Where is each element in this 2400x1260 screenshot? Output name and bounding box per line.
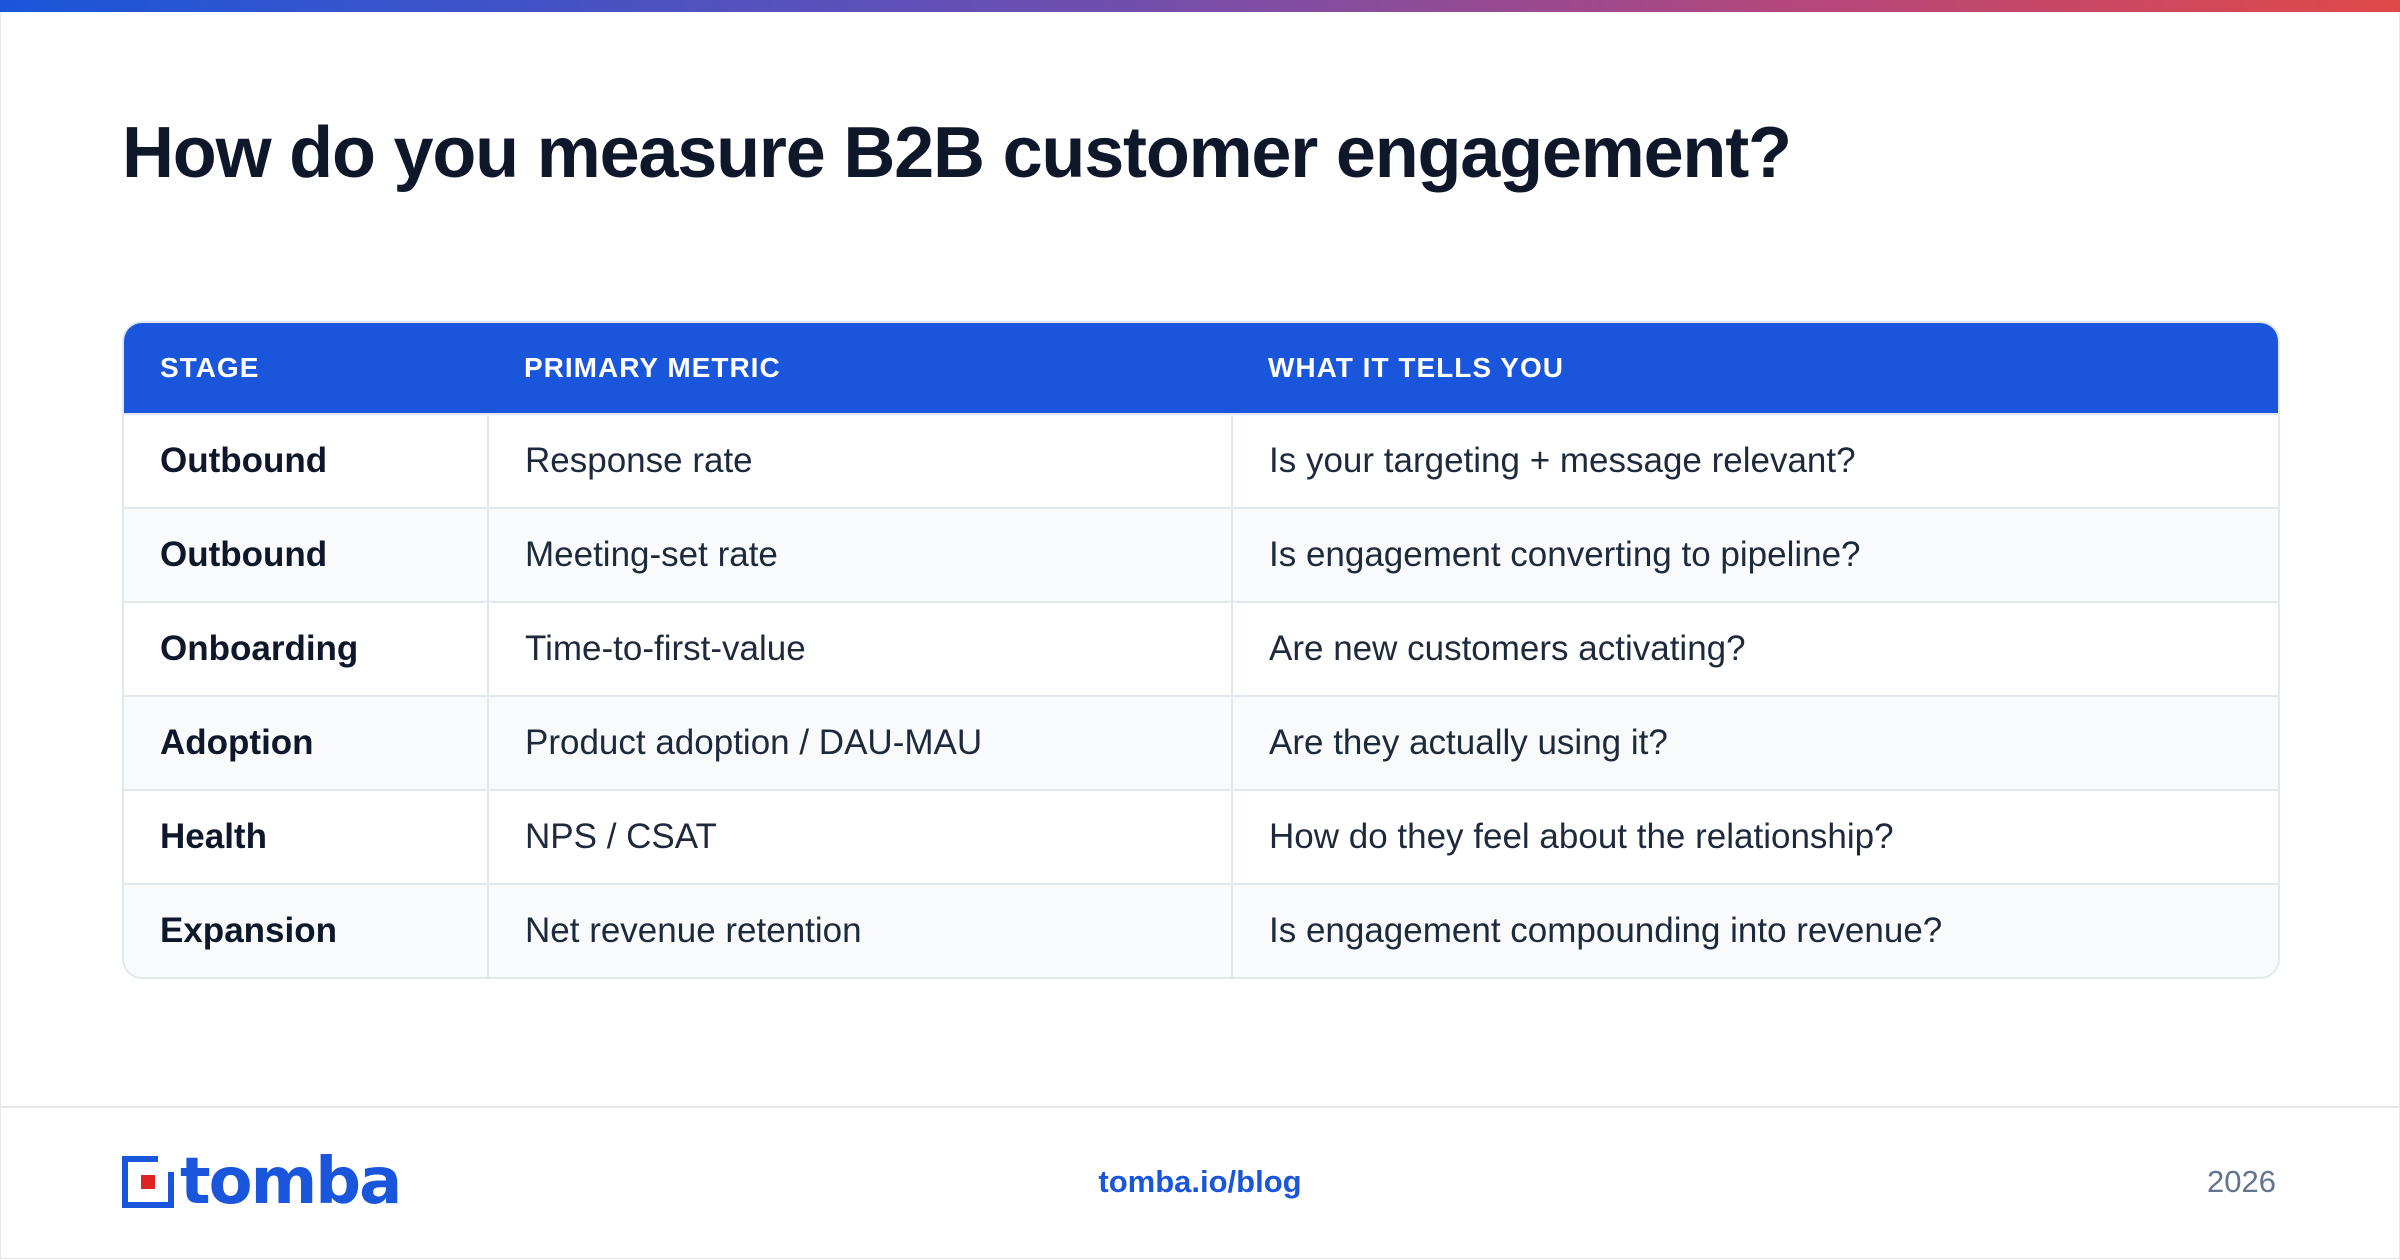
metric-cell: NPS / CSAT <box>488 789 1233 884</box>
footer-divider <box>0 1106 2400 1108</box>
metric-cell: Net revenue retention <box>488 883 1233 977</box>
table-row: Outbound Response rate Is your targeting… <box>124 413 2278 508</box>
table-row: Expansion Net revenue retention Is engag… <box>124 883 2278 977</box>
top-gradient-bar <box>0 0 2400 12</box>
engagement-metrics-table: STAGE PRIMARY METRIC WHAT IT TELLS YOU O… <box>122 321 2280 979</box>
table-row: Adoption Product adoption / DAU-MAU Are … <box>124 695 2278 790</box>
stage-cell: Onboarding <box>124 601 489 696</box>
metric-cell: Meeting-set rate <box>488 507 1233 602</box>
header-what-it-tells-you: WHAT IT TELLS YOU <box>1232 323 2278 414</box>
blog-link[interactable]: tomba.io/blog <box>1098 1164 1302 1199</box>
stage-cell: Adoption <box>124 695 489 790</box>
insight-cell: Are new customers activating? <box>1232 601 2278 696</box>
insight-cell: How do they feel about the relationship? <box>1232 789 2278 884</box>
footer-year: 2026 <box>2207 1164 2276 1199</box>
tomba-logo-icon <box>122 1156 174 1208</box>
insight-cell: Is engagement compounding into revenue? <box>1232 883 2278 977</box>
stage-cell: Outbound <box>124 413 489 508</box>
insight-cell: Are they actually using it? <box>1232 695 2278 790</box>
insight-cell: Is engagement converting to pipeline? <box>1232 507 2278 602</box>
table-header-row: STAGE PRIMARY METRIC WHAT IT TELLS YOU <box>124 323 2278 414</box>
metric-cell: Response rate <box>488 413 1233 508</box>
insight-cell: Is your targeting + message relevant? <box>1232 413 2278 508</box>
table-row: Outbound Meeting-set rate Is engagement … <box>124 507 2278 602</box>
metric-cell: Product adoption / DAU-MAU <box>488 695 1233 790</box>
header-stage: STAGE <box>124 323 488 414</box>
table-row: Health NPS / CSAT How do they feel about… <box>124 789 2278 884</box>
metric-cell: Time-to-first-value <box>488 601 1233 696</box>
table-row: Onboarding Time-to-first-value Are new c… <box>124 601 2278 696</box>
stage-cell: Expansion <box>124 883 489 977</box>
page-title: How do you measure B2B customer engageme… <box>122 113 1792 193</box>
tomba-logo[interactable]: tomba <box>122 1145 402 1219</box>
header-primary-metric: PRIMARY METRIC <box>488 323 1232 414</box>
stage-cell: Outbound <box>124 507 489 602</box>
logo-wordmark: tomba <box>180 1145 402 1219</box>
stage-cell: Health <box>124 789 489 884</box>
